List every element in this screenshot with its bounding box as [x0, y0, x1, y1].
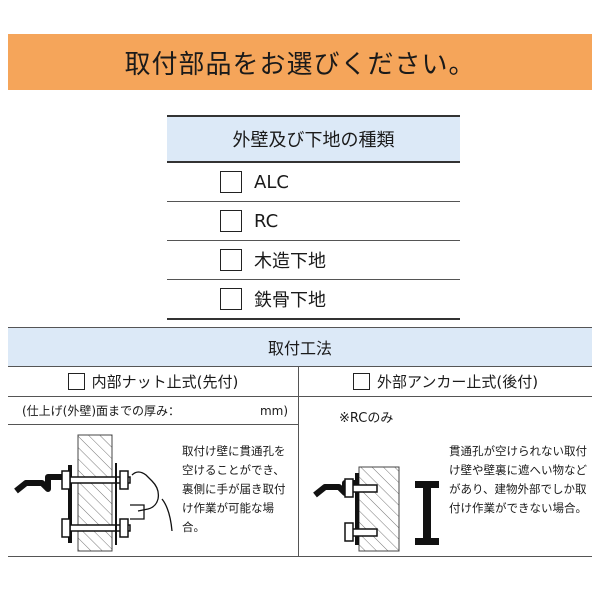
- checkbox[interactable]: [352, 373, 370, 390]
- mounting-method-heading: 取付工法: [8, 328, 592, 367]
- inner-nut-title: 内部ナット止式(先付): [91, 373, 239, 391]
- inner-nut-description: 取付け壁に貫通孔を空けることができ、裏側に手が届き取付け作業が可能な場合。: [182, 444, 286, 534]
- outer-anchor-description: 貫通孔が空けられない取付け壁や壁裏に遮へい物などがあり、建物外部でしか取付け作業…: [449, 444, 587, 515]
- inner-nut-column: 内部ナット止式(先付) (仕上げ(外壁)面までの厚み： mm): [8, 367, 299, 556]
- thickness-label: (仕上げ(外壁)面までの厚み：: [22, 404, 181, 418]
- thickness-unit: mm): [259, 403, 288, 418]
- checkbox[interactable]: [220, 288, 242, 310]
- outer-anchor-column: 外部アンカー止式(後付) ※RCのみ: [299, 367, 592, 556]
- inner-nut-diagram: [14, 434, 173, 552]
- wall-option-alc[interactable]: ALC: [167, 163, 460, 202]
- mounting-method-table: 取付工法 内部ナット止式(先付) (仕上げ(外壁)面までの厚み： mm): [8, 327, 592, 557]
- wall-type-heading: 外壁及び下地の種類: [167, 115, 460, 163]
- wall-option-label: 木造下地: [254, 251, 326, 272]
- outer-anchor-option[interactable]: 外部アンカー止式(後付): [299, 367, 592, 397]
- checkbox[interactable]: [67, 373, 85, 390]
- wall-option-label: 鉄骨下地: [254, 290, 326, 311]
- thickness-row: (仕上げ(外壁)面までの厚み： mm): [8, 397, 298, 425]
- wall-type-table: 外壁及び下地の種類 ALC RC 木造下地 鉄骨下地: [167, 115, 460, 320]
- inner-nut-option[interactable]: 内部ナット止式(先付): [8, 367, 298, 397]
- checkbox[interactable]: [220, 249, 242, 271]
- page-header: 取付部品をお選びください。: [8, 34, 592, 90]
- outer-anchor-diagram: [313, 466, 439, 552]
- checkbox[interactable]: [220, 210, 242, 232]
- wall-option-label: ALC: [254, 171, 289, 193]
- wall-option-steel[interactable]: 鉄骨下地: [167, 280, 460, 320]
- wall-option-wood[interactable]: 木造下地: [167, 241, 460, 280]
- outer-anchor-title: 外部アンカー止式(後付): [376, 373, 539, 391]
- wall-option-rc[interactable]: RC: [167, 202, 460, 241]
- rc-only-note: ※RCのみ: [339, 411, 394, 426]
- checkbox[interactable]: [220, 171, 242, 193]
- wall-option-label: RC: [254, 210, 279, 232]
- page-title: 取付部品をお選びください。: [124, 49, 476, 80]
